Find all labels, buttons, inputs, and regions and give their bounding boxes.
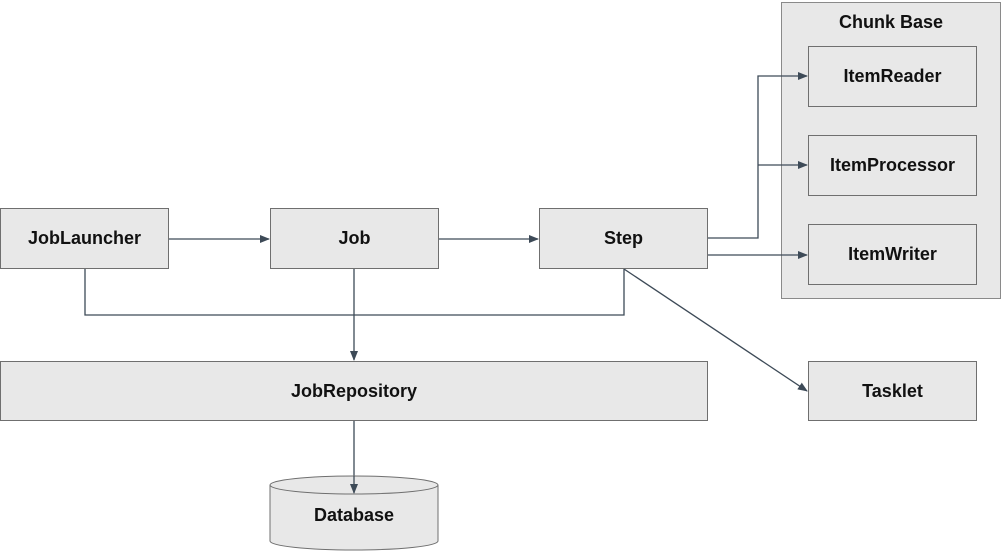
itemreader-box: ItemReader <box>808 46 977 107</box>
arrow-step-to-tasklet <box>623 268 808 392</box>
itemprocessor-box: ItemProcessor <box>808 135 977 196</box>
chunk-base-title: Chunk Base <box>838 12 944 32</box>
job-box: Job <box>270 208 439 269</box>
step-box: Step <box>539 208 708 269</box>
tasklet-box: Tasklet <box>808 361 977 421</box>
arrow-step-to-itemreader <box>707 72 808 239</box>
database-label: Database <box>313 505 395 525</box>
joblauncher-box: JobLauncher <box>0 208 169 269</box>
jobrepository-box: JobRepository <box>0 361 708 421</box>
itemwriter-box: ItemWriter <box>808 224 977 285</box>
